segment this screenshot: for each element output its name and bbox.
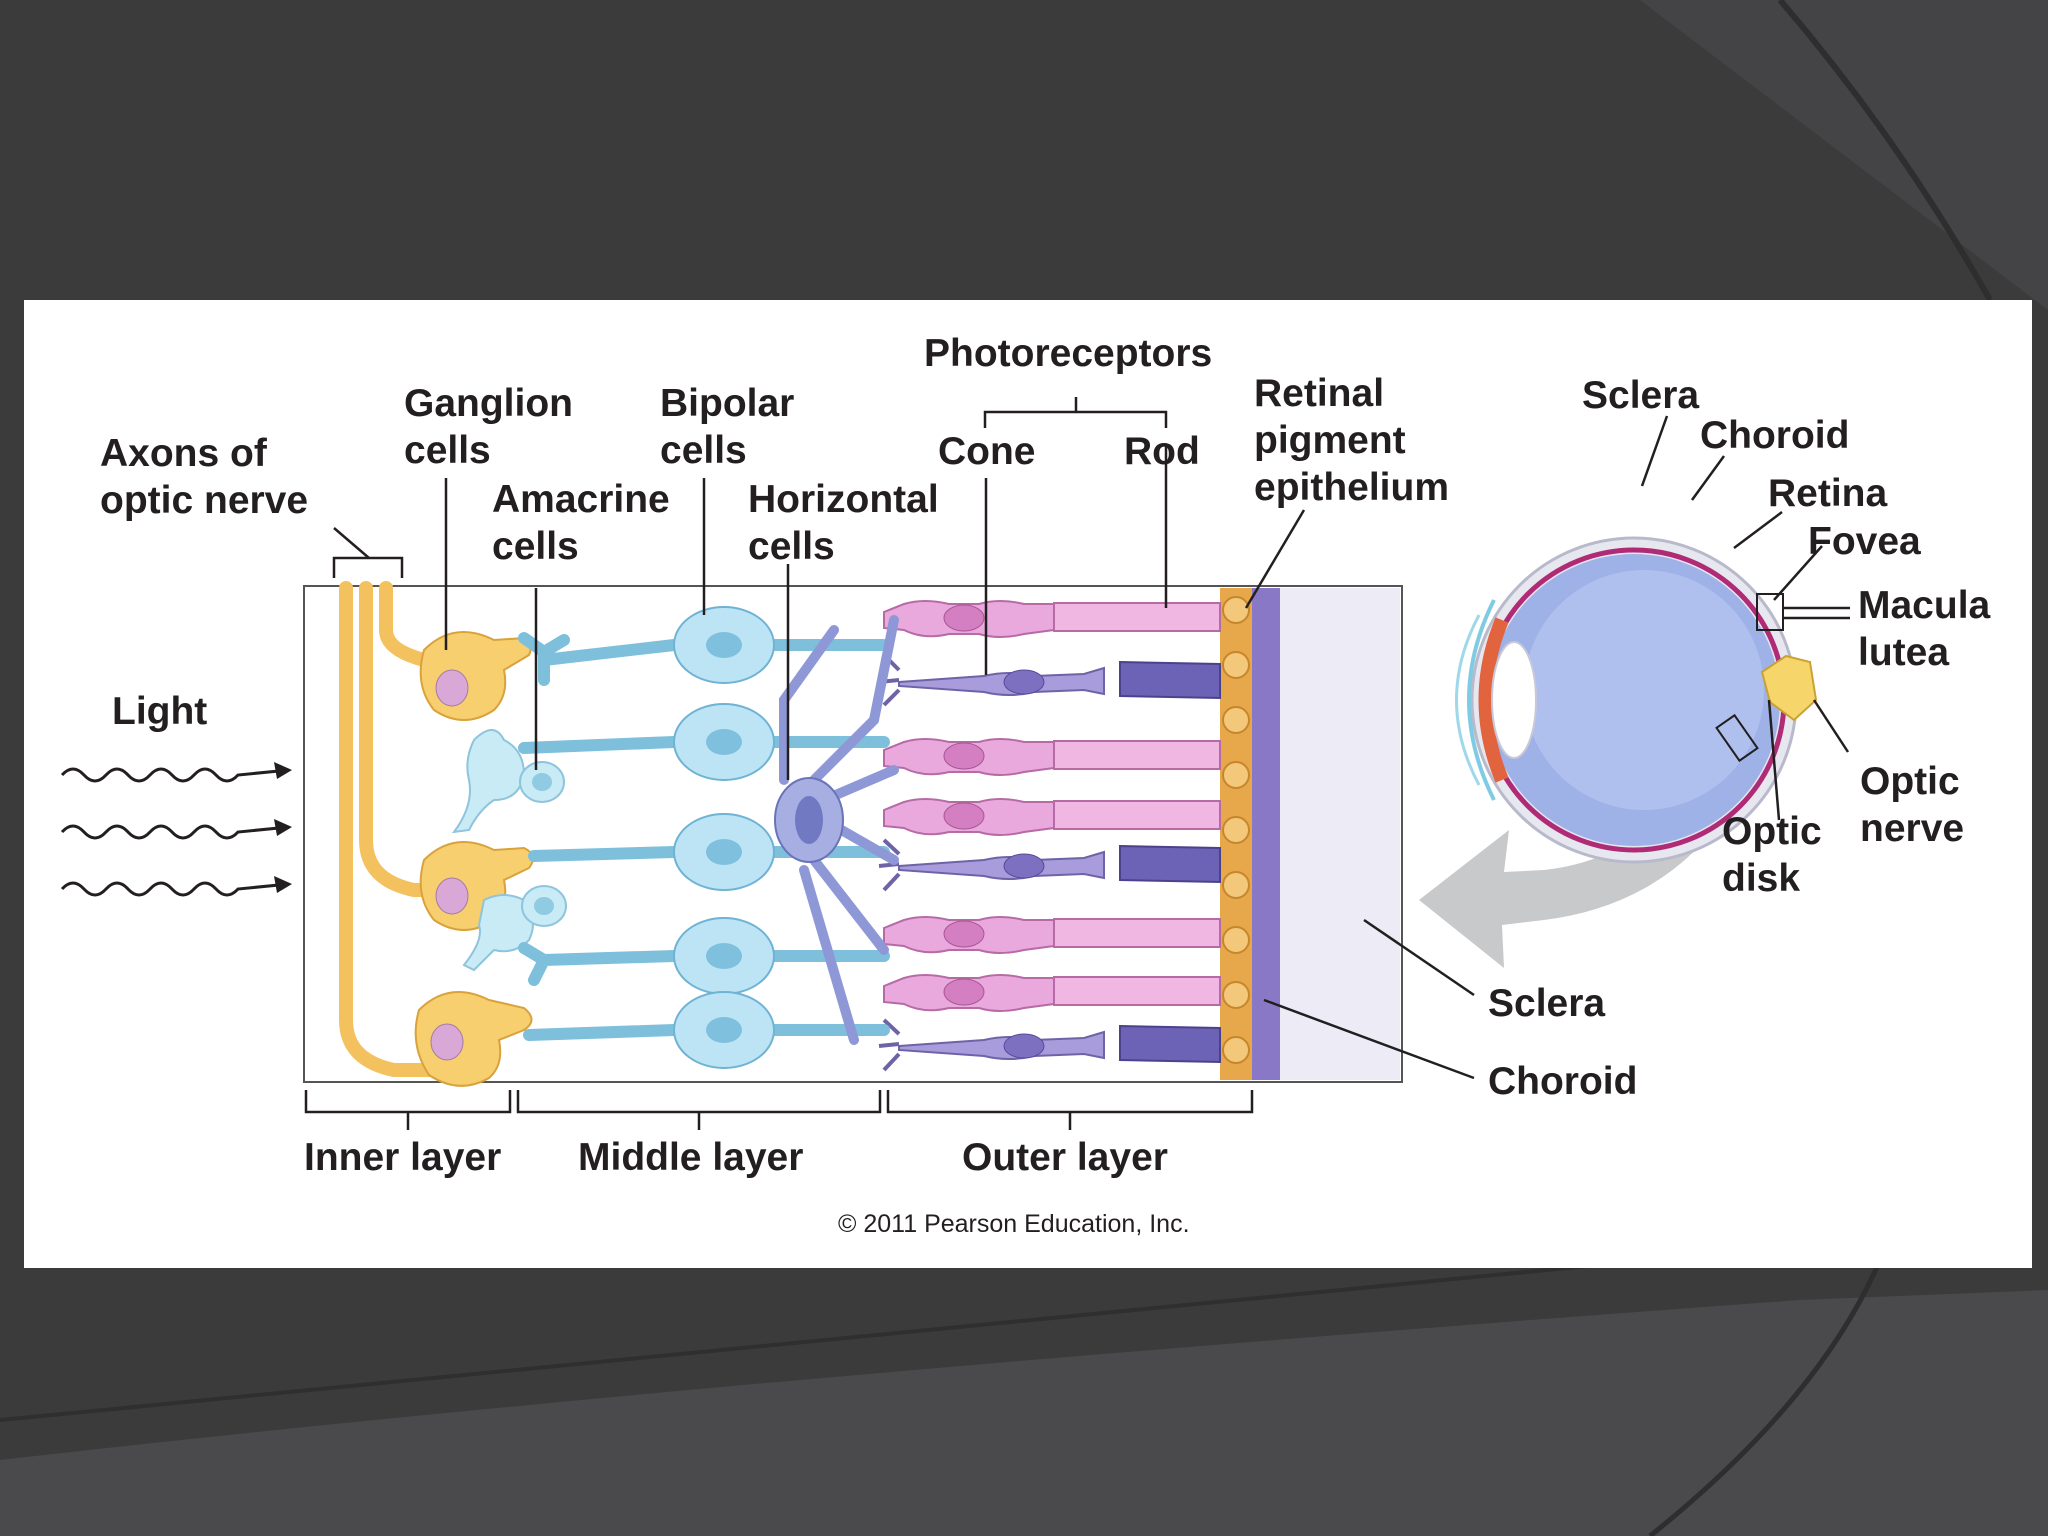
label-choroid-section: Choroid — [1488, 1060, 1638, 1103]
rod-cell — [883, 798, 1221, 836]
label-amacrine-cells: Amacrine cells — [492, 476, 670, 570]
label-amacrine-line2: cells — [492, 525, 579, 568]
label-horizontal-cells: Horizontal cells — [748, 476, 939, 570]
cone-cells — [878, 653, 1221, 1072]
label-middle-layer: Middle layer — [578, 1136, 804, 1179]
choroid-band — [1252, 588, 1280, 1080]
label-eye-fovea: Fovea — [1808, 520, 1921, 563]
label-retinal-pigment-epithelium: Retinal pigment epithelium — [1254, 370, 1449, 511]
label-eye-macula-lutea: Macula lutea — [1858, 582, 1990, 676]
rod-cell — [883, 974, 1221, 1012]
label-rpe-line3: epithelium — [1254, 466, 1450, 509]
eye-leader-lines — [1640, 415, 1850, 821]
bipolar-cells — [518, 606, 890, 1069]
amacrine-cells — [451, 729, 567, 972]
corner-swoosh-top — [1640, 0, 2048, 310]
amacrine-cell — [451, 729, 565, 834]
label-bipolar-cells: Bipolar cells — [660, 380, 794, 474]
label-bipolar-line2: cells — [660, 429, 747, 472]
cone-cell — [878, 1018, 1221, 1072]
label-optic-nerve-line1: Optic — [1860, 760, 1960, 803]
label-ganglion-line1: Ganglion — [404, 382, 573, 425]
label-rpe-line1: Retinal — [1254, 372, 1385, 415]
light-arrows — [60, 767, 290, 897]
label-rpe-line2: pigment — [1254, 419, 1406, 462]
label-sclera-section: Sclera — [1488, 982, 1606, 1025]
copyright-notice: © 2011 Pearson Education, Inc. — [838, 1210, 1190, 1238]
cone-cell — [878, 838, 1221, 892]
label-eye-sclera: Sclera — [1582, 374, 1700, 417]
label-eye-retina: Retina — [1768, 472, 1888, 515]
label-inner-layer: Inner layer — [304, 1136, 502, 1179]
label-macula-line2: lutea — [1858, 631, 1950, 674]
bipolar-cell — [523, 1024, 890, 1041]
eye-diagram — [1455, 536, 1818, 864]
retina-figure-panel: Photoreceptors Ganglion cells Bipolar ce… — [24, 300, 2032, 1268]
label-bipolar-line1: Bipolar — [660, 382, 795, 425]
label-amacrine-line1: Amacrine — [492, 478, 670, 521]
label-optic-disk-line2: disk — [1722, 857, 1801, 900]
rod-cell — [883, 600, 1221, 638]
fovea-box — [1756, 593, 1784, 631]
amacrine-cell — [462, 885, 567, 972]
label-axons-optic-nerve: Axons of optic nerve — [100, 430, 308, 524]
section-box — [1715, 713, 1759, 763]
horizontal-cell — [774, 615, 899, 1045]
label-macula-line1: Macula — [1858, 584, 1991, 627]
label-optic-disk-line1: Optic — [1722, 810, 1822, 853]
retina-diagram — [60, 397, 1850, 1130]
label-ganglion-cells: Ganglion cells — [404, 380, 573, 474]
label-eye-optic-disk: Optic disk — [1722, 808, 1822, 902]
rod-cells — [883, 600, 1221, 1012]
label-light: Light — [112, 690, 208, 733]
label-optic-nerve-line2: nerve — [1860, 807, 1965, 850]
rod-cell — [883, 916, 1221, 954]
ganglion-cell — [419, 631, 532, 721]
bottom-swoosh — [0, 1290, 2048, 1536]
ganglion-cell — [414, 991, 533, 1087]
eye-lens — [1491, 641, 1537, 759]
label-outer-layer: Outer layer — [962, 1136, 1168, 1179]
label-rod: Rod — [1124, 430, 1200, 473]
leader-lines — [304, 397, 1475, 1130]
label-horizontal-line2: cells — [748, 525, 835, 568]
sclera-band — [1280, 588, 1400, 1080]
label-eye-optic-nerve: Optic nerve — [1860, 758, 1964, 852]
label-cone: Cone — [938, 430, 1036, 473]
label-photoreceptors: Photoreceptors — [924, 332, 1213, 375]
label-axons-line2: optic nerve — [100, 479, 309, 522]
label-eye-choroid: Choroid — [1700, 414, 1850, 457]
pigment-epithelium — [1220, 588, 1252, 1080]
cone-cell — [878, 653, 1221, 707]
label-ganglion-line2: cells — [404, 429, 491, 472]
label-horizontal-line1: Horizontal — [748, 478, 939, 521]
ganglion-cells — [414, 631, 534, 1087]
light-arrowheads — [274, 762, 292, 893]
rod-cell — [883, 738, 1221, 776]
ganglion-cell — [419, 841, 534, 931]
label-axons-line1: Axons of — [100, 432, 267, 475]
